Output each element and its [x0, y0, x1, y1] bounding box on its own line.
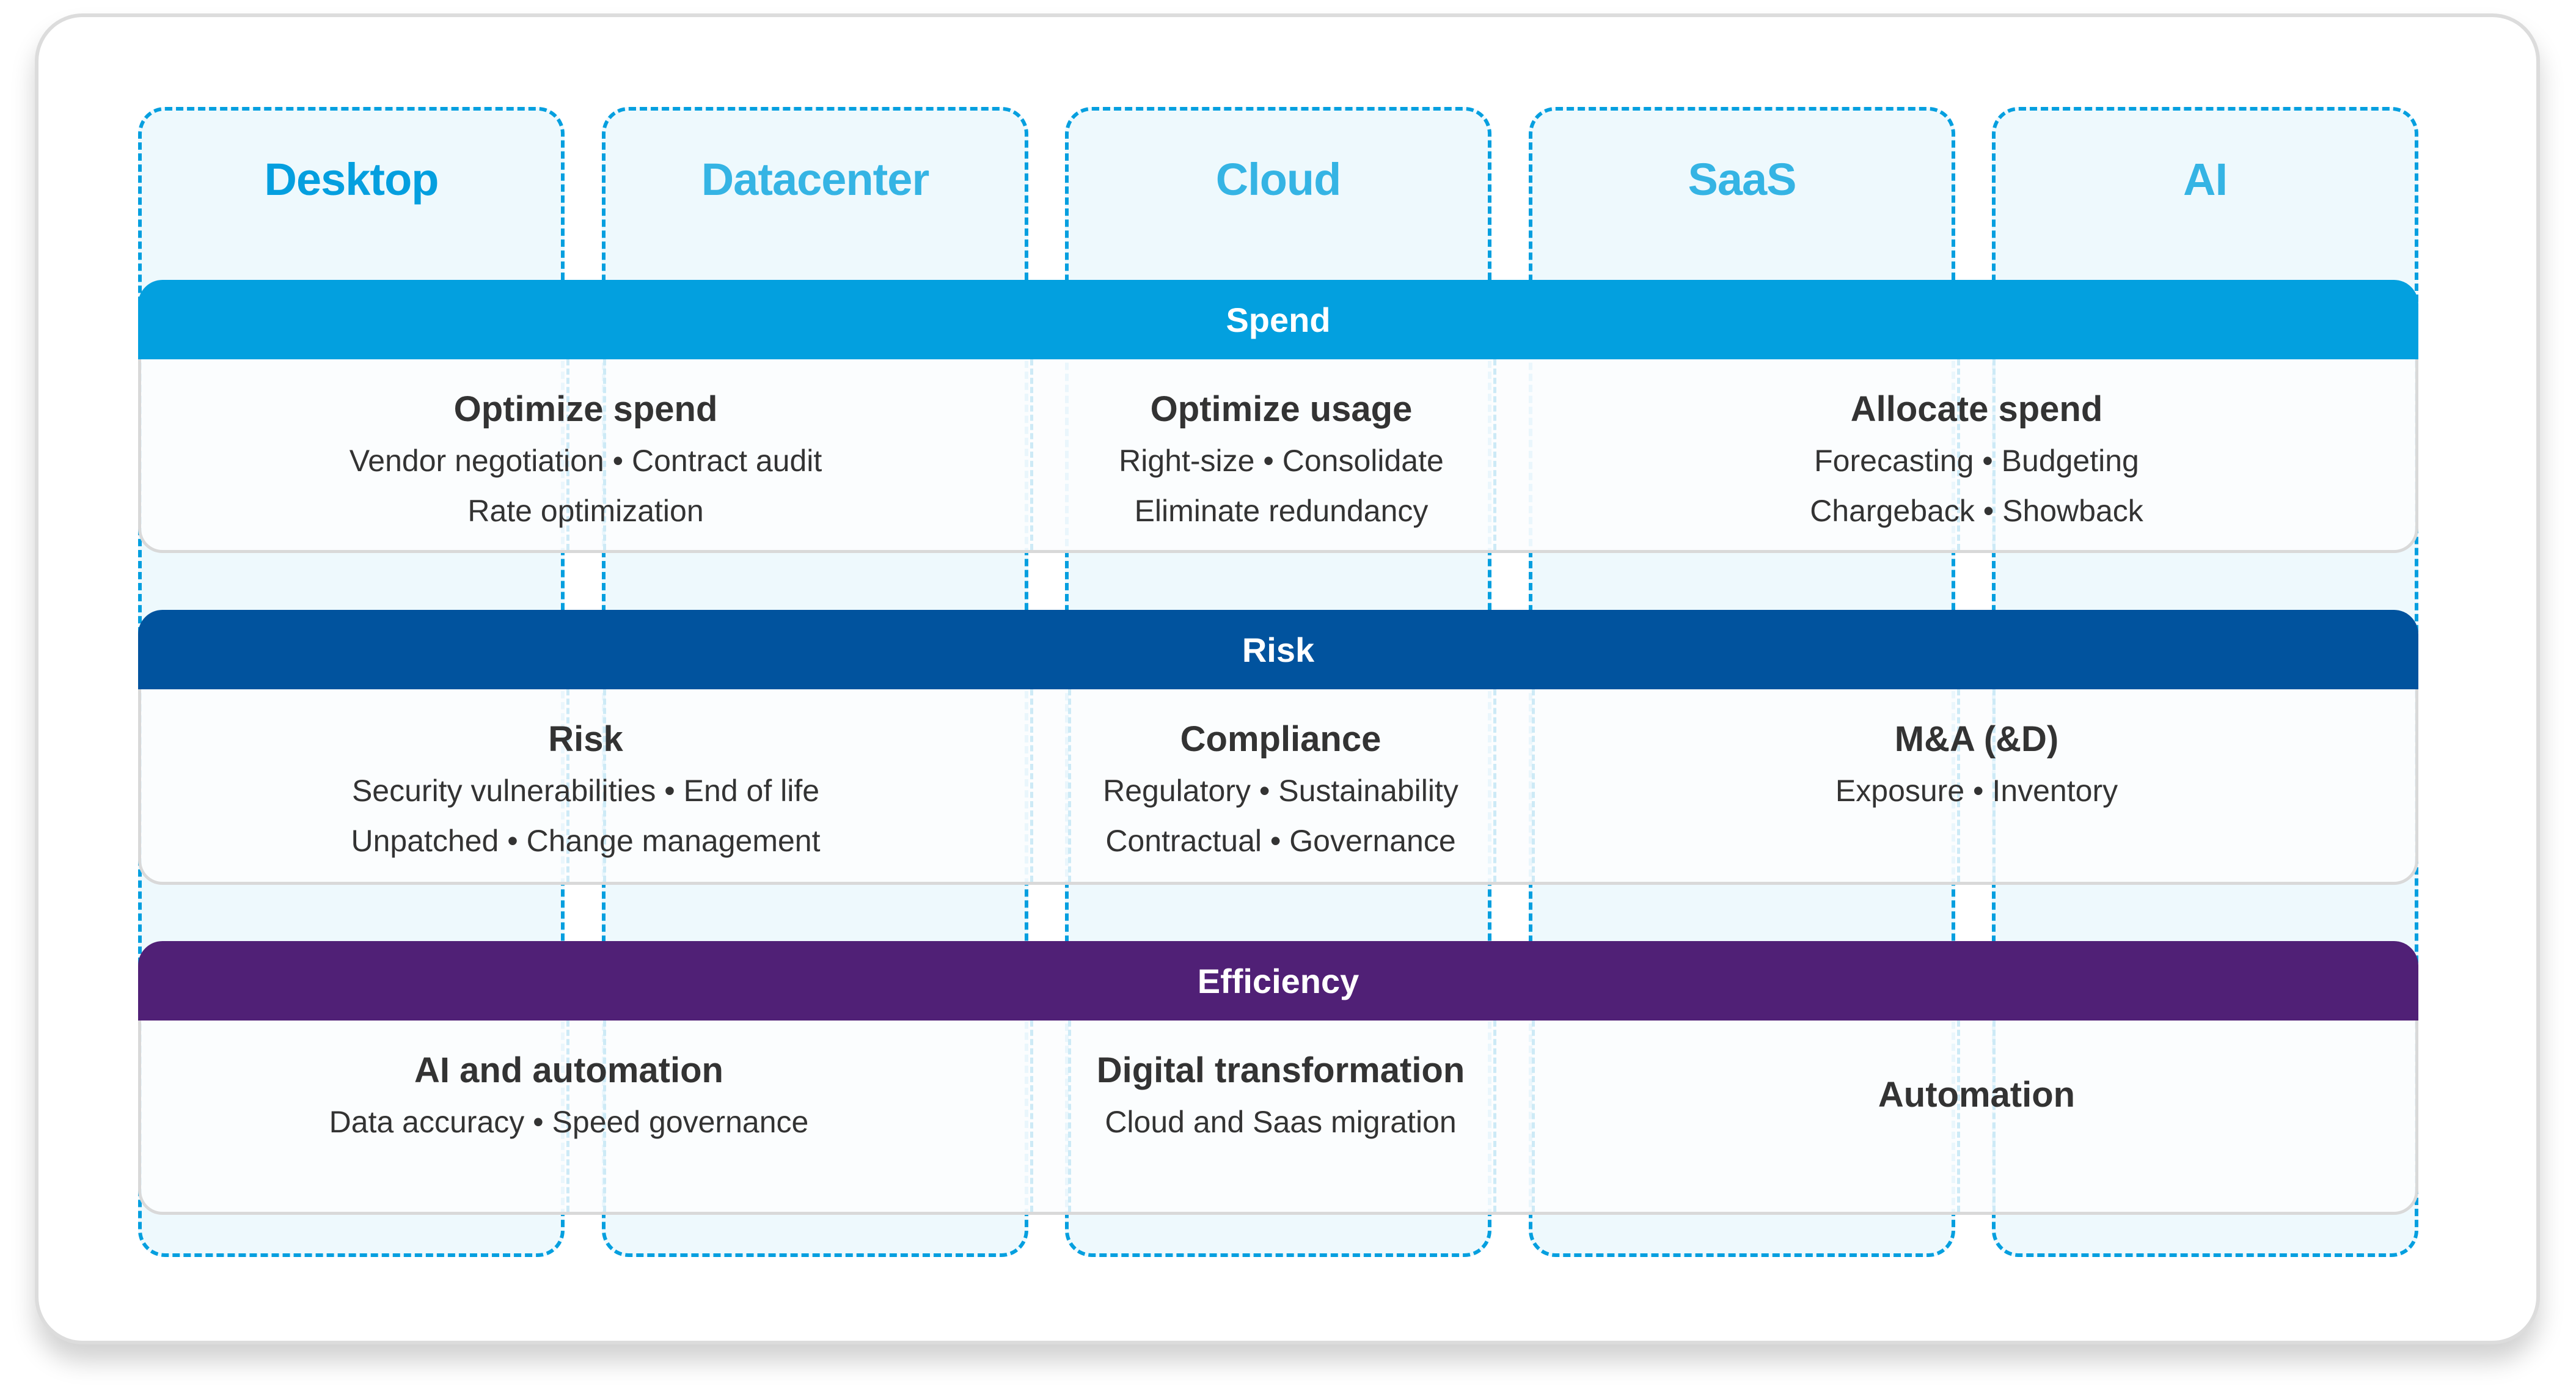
column-guide [1957, 1021, 1960, 1212]
band-header-risk: Risk [138, 610, 2418, 689]
cell-title: Optimize usage [1150, 389, 1413, 429]
column-title-cloud: Cloud [1215, 154, 1342, 205]
cell-title: Risk [548, 719, 623, 759]
cell-allocate-spend: Allocate spend Forecasting • Budgeting C… [1532, 359, 2421, 550]
column-title-desktop: Desktop [264, 154, 439, 205]
column-title-saas: SaaS [1688, 154, 1796, 205]
band-efficiency: Efficiency AI and automation Data accura… [138, 941, 2418, 1215]
cell-title: Allocate spend [1850, 389, 2103, 429]
column-guide [1030, 1021, 1033, 1212]
cell-m-and-a: M&A (&D) Exposure • Inventory [1532, 689, 2421, 882]
cell-line: Forecasting • Budgeting [1814, 444, 2139, 478]
band-risk: Risk Risk Security vulnerabilities • End… [138, 610, 2418, 885]
band-body-spend: Optimize spend Vendor negotiation • Cont… [138, 359, 2418, 553]
cell-line: Exposure • Inventory [1835, 774, 2118, 808]
band-body-efficiency: AI and automation Data accuracy • Speed … [138, 1021, 2418, 1215]
cell-risk: Risk Security vulnerabilities • End of l… [141, 689, 1030, 882]
column-guide [603, 359, 606, 550]
cell-line: Contractual • Governance [1105, 824, 1456, 858]
column-title-datacenter: Datacenter [701, 154, 930, 205]
cell-optimize-usage: Optimize usage Right-size • Consolidate … [1068, 359, 1495, 550]
cell-digital-transformation: Digital transformation Cloud and Saas mi… [1030, 1021, 1531, 1212]
cell-title: AI and automation [414, 1050, 723, 1090]
column-guide [1068, 689, 1071, 882]
cell-line: Regulatory • Sustainability [1103, 774, 1458, 808]
column-guide [1030, 359, 1033, 550]
column-guide [566, 689, 569, 882]
column-guide [1992, 359, 1996, 550]
column-guide [1957, 689, 1960, 882]
column-guide [1493, 359, 1496, 550]
cell-title: Automation [1878, 1075, 2076, 1115]
column-guide [1030, 689, 1033, 882]
column-guide [1068, 1021, 1071, 1212]
cell-line: Chargeback • Showback [1810, 494, 2143, 528]
cell-compliance: Compliance Regulatory • Sustainability C… [1030, 689, 1531, 882]
cell-line: Eliminate redundancy [1134, 494, 1429, 528]
column-guide [566, 1021, 569, 1212]
band-header-spend: Spend [138, 280, 2418, 359]
cell-line: Security vulnerabilities • End of life [351, 774, 820, 808]
cell-optimize-spend: Optimize spend Vendor negotiation • Cont… [141, 359, 1030, 550]
cell-title: Compliance [1180, 719, 1381, 759]
column-title-ai: AI [2183, 154, 2228, 205]
cell-line: Unpatched • Change management [351, 824, 821, 858]
column-guide [603, 689, 606, 882]
column-guide [1532, 1021, 1535, 1212]
cell-automation: Automation [1532, 984, 2421, 1212]
cell-line: Rate optimization [467, 494, 704, 528]
band-header-efficiency: Efficiency [138, 941, 2418, 1021]
column-guide [1992, 1021, 1996, 1212]
column-guide [1532, 689, 1535, 882]
cell-title: M&A (&D) [1894, 719, 2059, 759]
cell-line: Cloud and Saas migration [1105, 1105, 1457, 1139]
band-spend: Spend Optimize spend Vendor negotiation … [138, 280, 2418, 553]
cell-line: Vendor negotiation • Contract audit [349, 444, 822, 478]
cell-title: Optimize spend [453, 389, 718, 429]
cell-line: Data accuracy • Speed governance [329, 1105, 809, 1139]
column-guide [1493, 1021, 1496, 1212]
cell-line: Right-size • Consolidate [1119, 444, 1444, 478]
column-guide [1493, 689, 1496, 882]
column-guide [1992, 689, 1996, 882]
cell-title: Digital transformation [1096, 1050, 1465, 1090]
column-guide [566, 359, 569, 550]
column-guide [603, 1021, 606, 1212]
band-body-risk: Risk Security vulnerabilities • End of l… [138, 689, 2418, 885]
cell-ai-and-automation: AI and automation Data accuracy • Speed … [141, 1021, 997, 1212]
column-guide [1957, 359, 1960, 550]
